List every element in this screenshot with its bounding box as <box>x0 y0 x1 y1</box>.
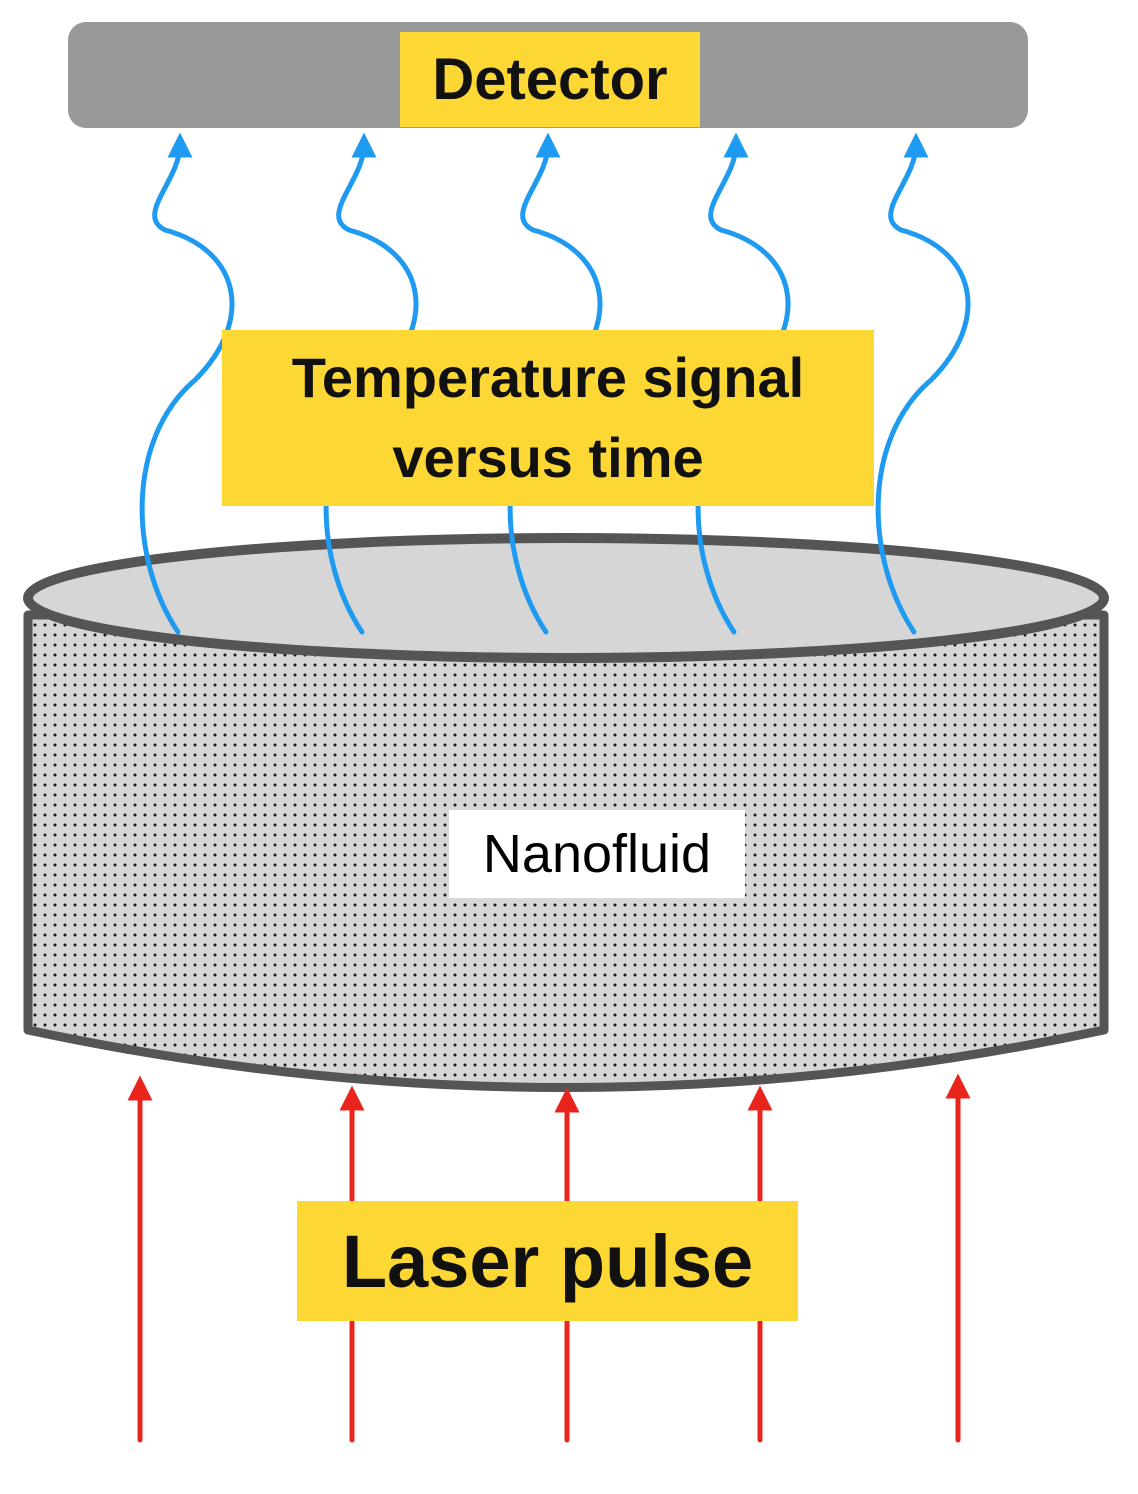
nanofluid-label-text: Nanofluid <box>482 824 712 884</box>
wavy-up-arrow-icon <box>139 132 235 635</box>
laser-label-text: Laser pulse <box>341 1219 754 1303</box>
detector-label-text: Detector <box>432 47 668 112</box>
wavy-up-arrow-icon <box>507 132 603 635</box>
wavy-up-arrow-icon <box>323 132 419 635</box>
nanofluid-label: Nanofluid <box>449 810 745 898</box>
temperature-label-line-1: Temperature signal <box>291 346 805 409</box>
laser-pulse-label: Laser pulse <box>297 1201 798 1321</box>
detector-label: Detector <box>400 32 700 127</box>
container-top-surface <box>23 533 1109 663</box>
temperature-signal-label: Temperature signal versus time <box>222 330 874 506</box>
nanofluid-label-background <box>449 810 745 898</box>
wavy-up-arrow-icon <box>875 132 971 635</box>
temperature-label-line-2: versus time <box>392 426 704 489</box>
temperature-label-background <box>222 330 874 506</box>
temperature-signal-waves <box>139 132 971 635</box>
detector-label-background <box>400 32 700 127</box>
laser-label-background <box>297 1201 798 1321</box>
wavy-up-arrow-icon <box>695 132 791 635</box>
